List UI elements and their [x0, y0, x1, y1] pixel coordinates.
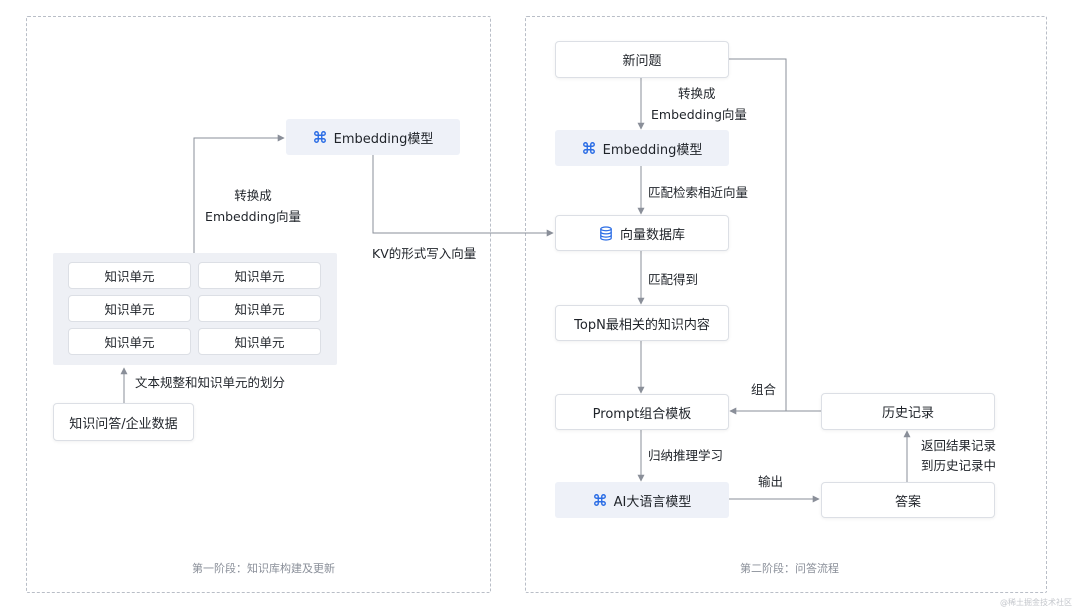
knowledge-unit: 知识单元 [68, 295, 191, 322]
convert-label-2: Embedding向量 [205, 209, 301, 224]
source-data-label: 知识问答/企业数据 [69, 416, 178, 432]
llm-label: AI大语言模型 [613, 494, 692, 510]
stage2-panel [525, 16, 1047, 593]
watermark: @稀土掘金技术社区 [1000, 598, 1072, 607]
prompt-box: Prompt组合模板 [555, 394, 729, 430]
embedding-model-label: Embedding模型 [333, 131, 434, 147]
prompt-label: Prompt组合模板 [592, 406, 692, 422]
llm-box: AI大语言模型 [555, 482, 729, 518]
convert-label-1: 转换成 [234, 188, 272, 203]
return-label-1: 返回结果记录 [921, 438, 997, 453]
kv-label: KV的形式写入向量 [372, 246, 477, 261]
topn-label: TopN最相关的知识内容 [574, 317, 710, 333]
arrow-embedding-to-vectordb [372, 155, 554, 237]
new-question-label: 新问题 [622, 54, 662, 69]
history-box: 历史记录 [821, 393, 995, 430]
knowledge-unit: 知识单元 [198, 295, 321, 322]
knowledge-unit: 知识单元 [68, 262, 191, 289]
history-label: 历史记录 [881, 406, 934, 421]
source-data-box: 知识问答/企业数据 [53, 403, 194, 441]
command-icon [593, 493, 607, 507]
knowledge-unit: 知识单元 [68, 328, 191, 355]
knowledge-unit: 知识单元 [198, 328, 321, 355]
new-question-box: 新问题 [555, 41, 729, 78]
embedding-model-box-stage2: Embedding模型 [555, 130, 729, 166]
embedding-model-box-stage1: Embedding模型 [286, 119, 460, 155]
stage2-caption: 第二阶段：问答流程 [740, 562, 839, 575]
convert-label-s2-2: Embedding向量 [651, 107, 747, 122]
vector-db-label: 向量数据库 [619, 227, 685, 243]
vector-db-box: 向量数据库 [555, 215, 729, 251]
match-label: 匹配检索相近向量 [648, 185, 749, 200]
topn-box: TopN最相关的知识内容 [555, 305, 729, 341]
arrow-units-to-embedding [193, 134, 285, 253]
convert-label-s2-1: 转换成 [678, 86, 716, 101]
knowledge-unit: 知识单元 [198, 262, 321, 289]
match-result-label: 匹配得到 [648, 272, 699, 287]
answer-box: 答案 [821, 482, 995, 518]
return-label-2: 到历史记录中 [921, 458, 997, 473]
split-label: 文本规整和知识单元的划分 [135, 375, 286, 390]
command-icon [582, 141, 596, 155]
command-icon [313, 130, 327, 144]
database-icon [599, 225, 613, 241]
induction-label: 归纳推理学习 [648, 448, 724, 463]
stage1-caption: 第一阶段：知识库构建及更新 [192, 562, 335, 575]
line-question-to-combine [729, 58, 787, 411]
combine-label: 组合 [751, 382, 777, 397]
stage1-panel [26, 16, 491, 593]
answer-label: 答案 [894, 494, 921, 510]
embedding-model-label: Embedding模型 [602, 142, 703, 158]
output-label: 输出 [758, 474, 784, 489]
